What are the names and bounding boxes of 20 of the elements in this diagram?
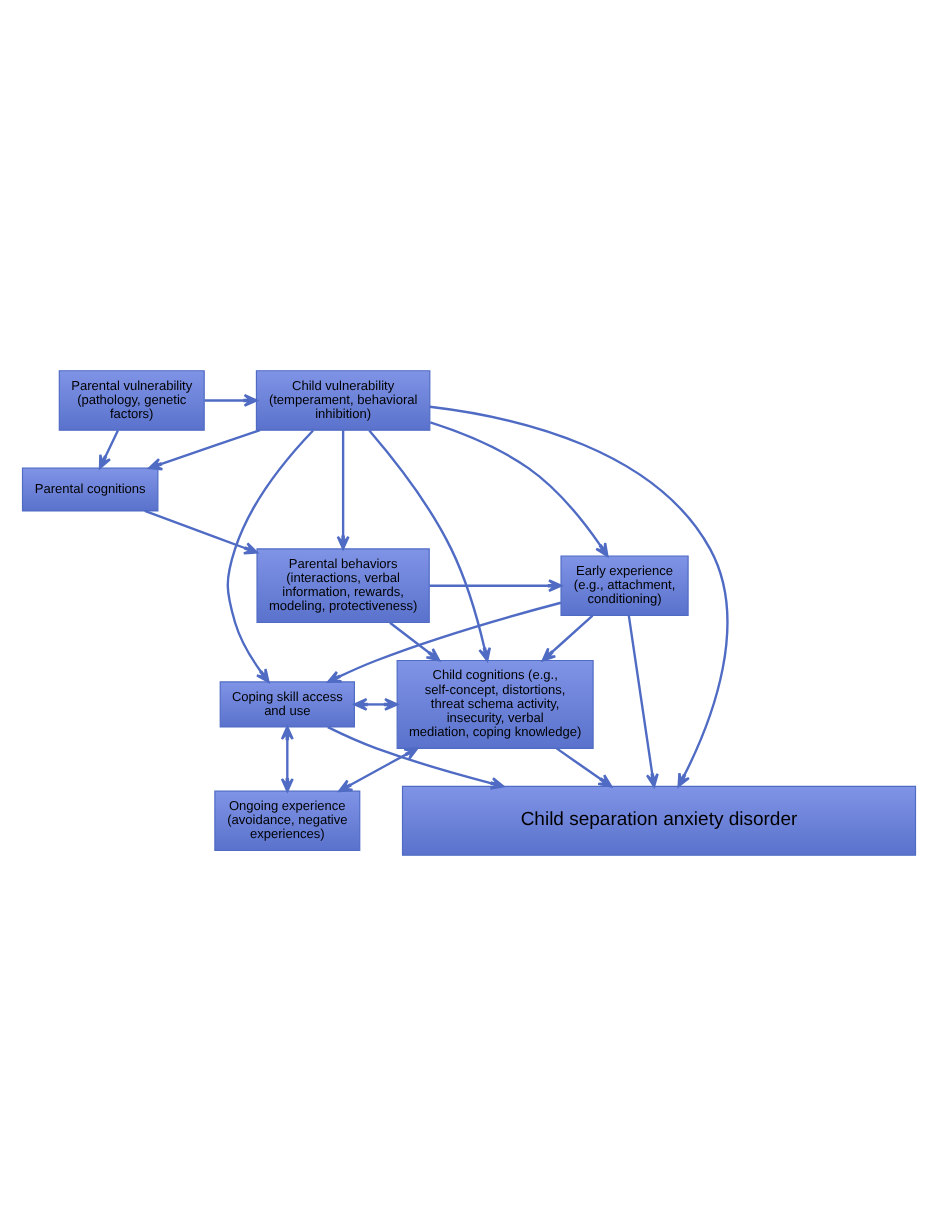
- node-box: Child separation anxiety disorder: [401, 785, 917, 856]
- arrow: [555, 747, 613, 788]
- arrow: [148, 429, 261, 471]
- arrow: [98, 429, 119, 469]
- arrow: [368, 429, 492, 662]
- arrow: [541, 614, 594, 662]
- arrow: [327, 726, 505, 790]
- arrow: [429, 579, 563, 593]
- arrow: [327, 601, 562, 684]
- arrow: [204, 393, 258, 407]
- arrow: [389, 621, 441, 662]
- arrow: [353, 697, 399, 711]
- arrow: [280, 725, 294, 793]
- arrow: [627, 615, 659, 788]
- arrow: [144, 509, 258, 555]
- arrow: [429, 421, 609, 558]
- arrow: [336, 430, 350, 550]
- arrow: [429, 405, 729, 788]
- arrow: [338, 747, 419, 793]
- arrow: [226, 429, 314, 683]
